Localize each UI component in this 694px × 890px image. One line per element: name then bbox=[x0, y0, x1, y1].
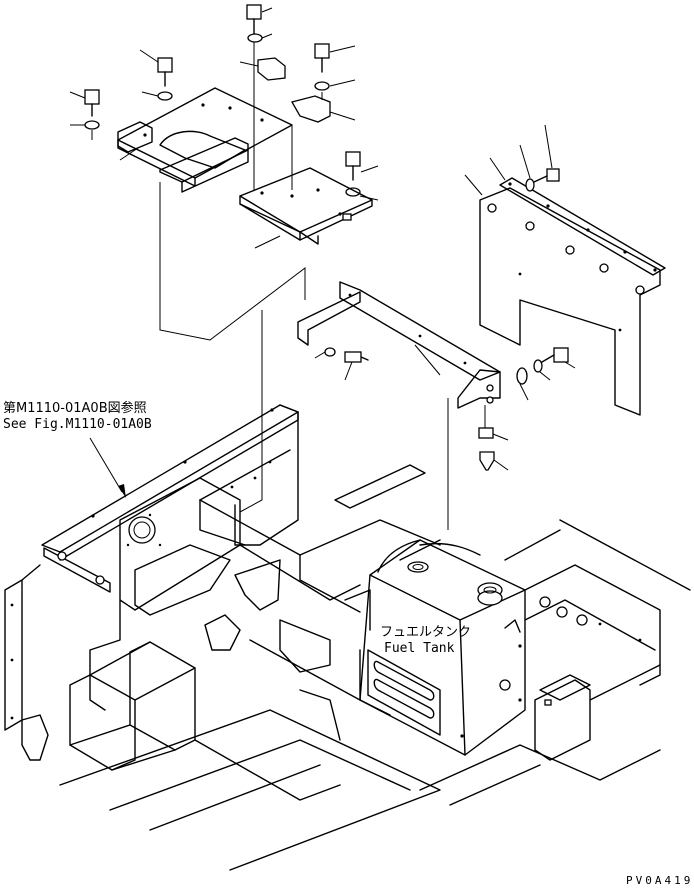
fuel-tank: フュエルタンク Fuel Tank bbox=[359, 539, 526, 756]
reference-note: 第M1110-01A0B図参照 See Fig.M1110-01A0B bbox=[3, 400, 152, 498]
reference-english: See Fig.M1110-01A0B bbox=[3, 417, 152, 432]
bolt-part bbox=[69, 89, 100, 117]
bolt-part bbox=[345, 151, 379, 181]
bolt-part bbox=[246, 4, 273, 35]
reference-japanese: 第M1110-01A0B図参照 bbox=[3, 400, 147, 416]
support-rail bbox=[297, 281, 576, 409]
tank-label-japanese: フュエルタンク bbox=[380, 625, 471, 640]
right-frame bbox=[419, 519, 691, 806]
washer-part bbox=[70, 120, 100, 130]
cover-plate bbox=[117, 87, 293, 193]
drawing-code: PV0A419 bbox=[626, 874, 693, 887]
washer-part bbox=[141, 91, 173, 101]
nut-bolt-pair bbox=[478, 405, 509, 471]
upper-bolt-cluster bbox=[69, 4, 379, 201]
lower-cover-plate bbox=[239, 167, 373, 249]
bolt-part bbox=[314, 43, 356, 73]
main-frame bbox=[4, 404, 441, 871]
tank-label-english: Fuel Tank bbox=[384, 641, 455, 656]
bolt-part bbox=[139, 49, 173, 87]
washer-part bbox=[314, 79, 356, 91]
side-cover-panel bbox=[464, 124, 666, 416]
clip-part bbox=[291, 95, 356, 123]
clip-part bbox=[239, 57, 286, 81]
washer-part bbox=[247, 33, 273, 43]
